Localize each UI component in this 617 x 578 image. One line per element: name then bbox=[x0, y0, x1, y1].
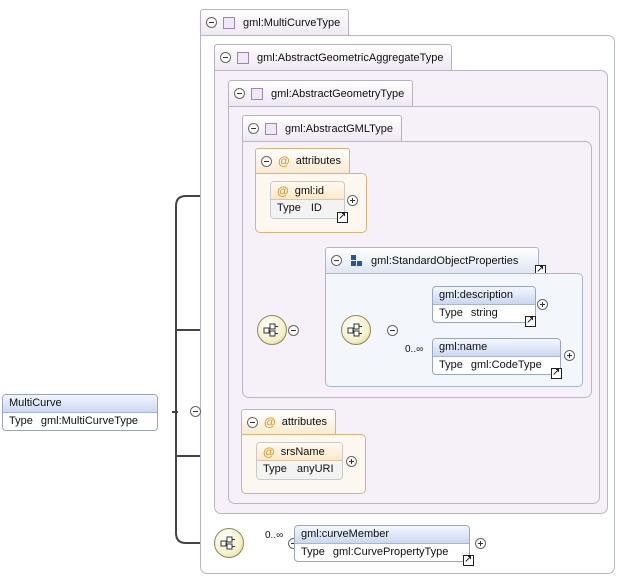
complex-type-icon bbox=[251, 87, 263, 100]
type-key: Type bbox=[9, 415, 33, 427]
multicurvetype-tab[interactable]: gml:MultiCurveType bbox=[200, 9, 350, 35]
type-key: Type bbox=[439, 307, 463, 319]
attribute-srsname[interactable]: @ srsName Type anyURI bbox=[256, 442, 343, 480]
root-element-multicurve[interactable]: MultiCurve Type gml:MultiCurveType bbox=[2, 394, 158, 431]
collapse-icon[interactable] bbox=[248, 123, 259, 134]
type-key: Type bbox=[277, 202, 301, 214]
type-key: Type bbox=[439, 359, 463, 371]
element-name: gml:description bbox=[433, 287, 535, 305]
attributes-label: attributes bbox=[295, 155, 341, 167]
type-key: Type bbox=[301, 546, 325, 558]
attribute-icon: @ bbox=[277, 183, 289, 198]
complex-type-icon bbox=[237, 51, 249, 64]
link-icon[interactable] bbox=[525, 314, 536, 328]
sequence-icon[interactable] bbox=[214, 528, 244, 558]
type-value: ID bbox=[310, 202, 322, 214]
type-value: gml:MultiCurveType bbox=[40, 415, 139, 427]
element-gml-curvemember[interactable]: gml:curveMember Type gml:CurvePropertyTyp… bbox=[294, 525, 470, 562]
attributes-label: attributes bbox=[281, 416, 327, 428]
attributes-group-2-tab[interactable]: @ attributes bbox=[241, 409, 336, 434]
expand-icon[interactable] bbox=[564, 350, 575, 361]
element-name: MultiCurve bbox=[3, 395, 157, 413]
expand-icon[interactable] bbox=[537, 299, 548, 310]
complex-type-icon bbox=[223, 16, 235, 29]
type-label: gml:AbstractGeometricAggregateType bbox=[257, 51, 444, 64]
collapse-icon[interactable] bbox=[206, 17, 217, 28]
attributes-group-1-tab[interactable]: @ attributes bbox=[255, 148, 350, 173]
collapse-icon[interactable] bbox=[220, 52, 231, 63]
group-icon bbox=[351, 254, 362, 266]
element-gml-description[interactable]: gml:description Type string bbox=[432, 286, 536, 323]
collapse-icon[interactable] bbox=[190, 406, 202, 417]
element-name: gml:curveMember bbox=[295, 526, 469, 544]
abstractgmltype-tab[interactable]: gml:AbstractGMLType bbox=[242, 115, 402, 141]
expand-icon[interactable] bbox=[475, 538, 486, 549]
standard-object-properties-tab[interactable]: gml:StandardObjectProperties bbox=[325, 247, 540, 273]
type-value: anyURI bbox=[296, 463, 334, 475]
type-label: gml:AbstractGMLType bbox=[285, 122, 393, 135]
group-label: gml:StandardObjectProperties bbox=[371, 254, 519, 267]
collapse-icon[interactable] bbox=[261, 155, 272, 167]
cardinality-label: 0..∞ bbox=[405, 344, 424, 355]
collapse-icon[interactable] bbox=[247, 416, 258, 428]
complex-type-icon bbox=[265, 122, 277, 135]
attribute-icon: @ bbox=[264, 415, 276, 429]
expand-icon[interactable] bbox=[346, 456, 357, 467]
abstractgeometrytype-tab[interactable]: gml:AbstractGeometryType bbox=[228, 80, 414, 106]
cardinality-label: 0..∞ bbox=[265, 530, 284, 541]
attribute-icon: @ bbox=[263, 444, 275, 459]
link-icon[interactable] bbox=[551, 366, 562, 380]
type-label: gml:MultiCurveType bbox=[243, 16, 341, 29]
attribute-gml-id[interactable]: @ gml:id Type ID bbox=[270, 181, 345, 219]
attribute-name: gml:id bbox=[294, 184, 325, 197]
collapse-icon[interactable] bbox=[234, 88, 245, 99]
abstractgeometricaggregatetype-tab[interactable]: gml:AbstractGeometricAggregateType bbox=[214, 44, 453, 70]
sequence-icon[interactable] bbox=[341, 315, 371, 345]
sequence-icon[interactable] bbox=[257, 315, 287, 345]
type-key: Type bbox=[263, 463, 287, 475]
type-value: gml:CurvePropertyType bbox=[332, 546, 449, 558]
line-branch-vertical bbox=[175, 195, 187, 544]
type-value: string bbox=[470, 307, 498, 319]
element-name: gml:name bbox=[433, 339, 560, 357]
collapse-icon[interactable] bbox=[288, 325, 299, 336]
attribute-name: srsName bbox=[280, 445, 325, 458]
link-icon[interactable] bbox=[337, 210, 348, 224]
expand-icon[interactable] bbox=[347, 195, 358, 206]
type-value: gml:CodeType bbox=[470, 359, 542, 371]
type-label: gml:AbstractGeometryType bbox=[271, 87, 405, 100]
attribute-icon: @ bbox=[278, 154, 290, 168]
collapse-icon[interactable] bbox=[387, 325, 399, 336]
link-icon[interactable] bbox=[463, 553, 474, 567]
collapse-icon[interactable] bbox=[331, 255, 342, 266]
element-gml-name[interactable]: gml:name Type gml:CodeType bbox=[432, 338, 561, 375]
